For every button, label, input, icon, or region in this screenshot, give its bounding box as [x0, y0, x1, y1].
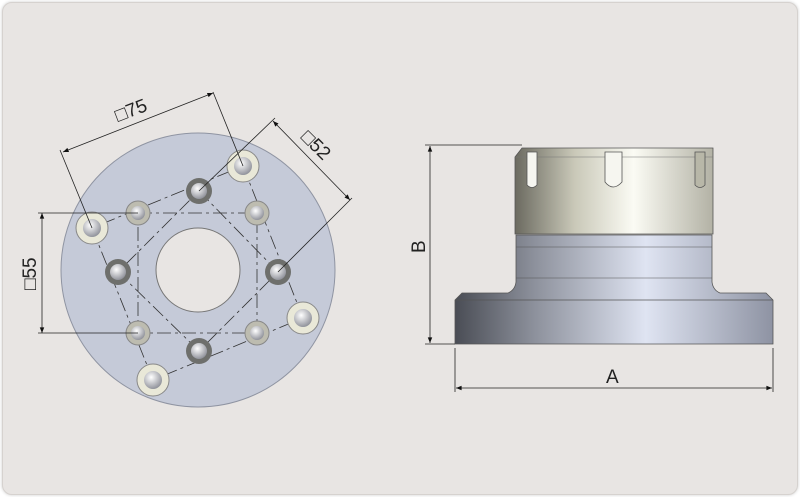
dimension-75: □75	[112, 95, 150, 126]
center-bore	[155, 227, 241, 313]
side-dimension-lines	[425, 144, 774, 392]
dimension-b: B	[409, 240, 430, 253]
flange-body	[454, 234, 774, 345]
dimension-52: □52	[296, 127, 334, 165]
top-view: □75 □52 □55	[20, 91, 353, 408]
dimension-55: □55	[20, 257, 41, 290]
side-view: A B	[409, 144, 774, 392]
top-dimension-lines	[38, 91, 353, 334]
dimension-a: A	[606, 367, 619, 388]
nut-slots	[526, 151, 706, 188]
